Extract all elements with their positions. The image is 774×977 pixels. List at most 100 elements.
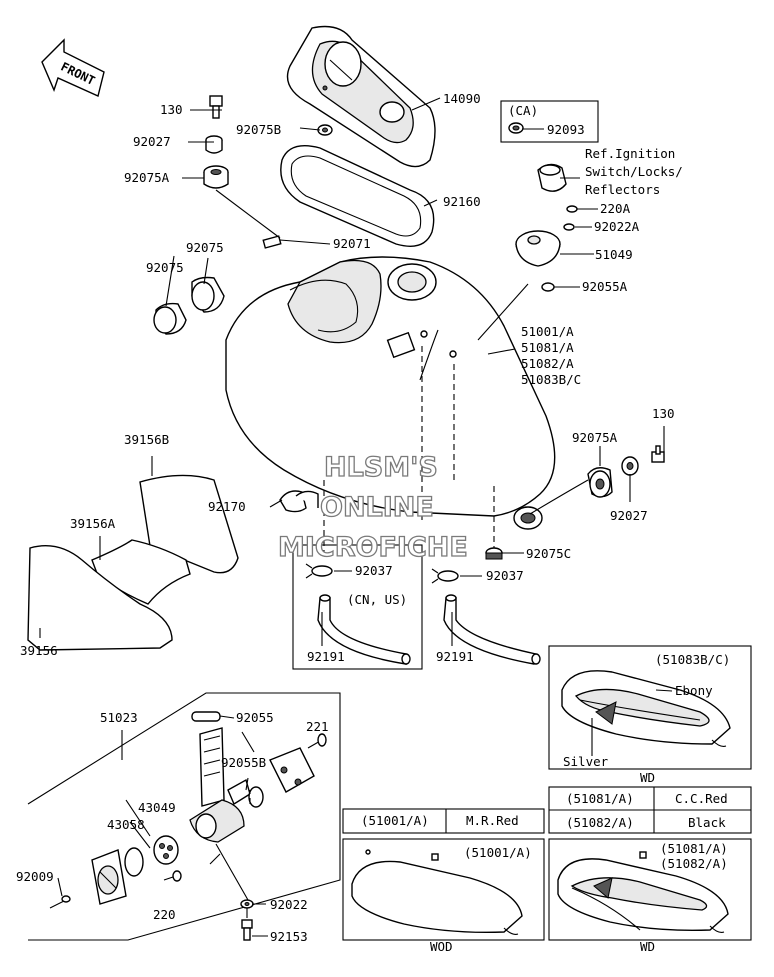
side-cover-39156B [139,474,239,574]
variant-51083BC-box [548,645,752,770]
table1-row2-code: (51082/A) [566,815,634,830]
label-92027-top: 92027 [133,134,171,149]
label-92055: 92055 [236,710,274,725]
cap-assembly-ref [537,163,567,192]
variant-51001-tank [351,849,523,935]
clip-92170 [279,490,319,513]
label-tank-51081A: 51081/A [521,340,574,355]
grommet-92075C [485,547,503,560]
label-130-right: 130 [652,406,675,421]
label-92093: 92093 [547,122,585,137]
hose-92191-right [443,594,541,665]
plate-92055B [269,747,315,793]
variant-51083BC-silver: Silver [563,754,609,769]
label-92009: 92009 [16,869,54,884]
washer-92075B [317,124,333,136]
variant-51083BC-title: (51083B/C) [655,652,730,667]
label-ref-line1: Ref.Ignition [585,146,675,161]
label-39156: 39156 [20,643,58,658]
label-14090: 14090 [443,91,481,106]
label-220: 220 [153,907,176,922]
collar-92027 [205,135,223,154]
fuel-tank [225,256,556,530]
label-92075A-top: 92075A [124,170,170,185]
label-92075B: 92075B [236,122,281,137]
label-tank-51001A: 51001/A [521,324,574,339]
label-92153: 92153 [270,929,308,944]
collar-92027-right [621,456,639,476]
clamp-92037-left [305,563,333,579]
label-92191-right: 92191 [436,649,474,664]
oring-92055 [191,711,221,722]
screw-221 [307,733,327,749]
label-92075-right: 92075 [186,240,224,255]
damper-92075-left [153,302,187,335]
filter-43049 [153,835,179,865]
variant-51001-code: WOD [430,939,453,954]
color-table-51081-51082 [548,786,752,834]
watermark-line3: MICROFICHE [278,532,468,563]
variant-51083BC-tank [561,670,731,747]
bolt-130 [209,95,223,119]
table2-row1-color: M.R.Red [466,813,519,828]
ca-inset-box [500,100,599,143]
washer-92022A [563,223,575,231]
hose-92191-left [317,594,411,665]
label-tank-51083BC: 51083B/C [521,372,581,387]
variant-51083BC-ebony: Ebony [675,683,713,698]
clip-92071 [262,235,282,249]
screw-220 [163,870,182,882]
label-43049: 43049 [138,800,176,815]
clamp-92037-right [431,568,459,584]
label-92022A: 92022A [594,219,640,234]
variant-51083BC-code: WD [640,770,655,785]
label-ref-line2: Switch/Locks/ [585,164,683,179]
label-43058: 43058 [107,817,145,832]
front-arrow-icon: FRONT [41,38,105,97]
washer-92022 [240,899,254,909]
label-92071: 92071 [333,236,371,251]
variant-51081-title1: (51081/A) [660,841,728,856]
variant-51081-51082-box [548,838,752,941]
label-92022: 92022 [270,897,308,912]
label-51049: 51049 [595,247,633,262]
watermark-line1: HLSM'S [324,452,438,483]
label-92170: 92170 [208,499,246,514]
bolt-92153 [241,919,253,941]
ca-inset-label: (CA) [508,103,538,118]
screw-220A [566,205,578,213]
bolt-130-right [651,445,665,463]
label-92160: 92160 [443,194,481,209]
label-tank-51082A: 51082/A [521,356,574,371]
damper-92075A [203,165,229,189]
variant-51081-title2: (51082/A) [660,856,728,871]
label-ref-line3: Reflectors [585,182,660,197]
lever-92009 [91,849,127,905]
cn-us-box [292,544,423,670]
label-51023: 51023 [100,710,138,725]
label-92037-left: 92037 [355,563,393,578]
tap-group-outline [27,692,341,941]
cap-51049 [515,230,561,267]
gasket-43058 [124,847,144,877]
oring-92055B [248,786,264,808]
label-130-top: 130 [160,102,183,117]
label-92037-right: 92037 [486,568,524,583]
label-92055B: 92055B [221,755,266,770]
damper-92075-right [191,276,225,313]
label-92055A: 92055A [582,279,628,294]
label-92075-left: 92075 [146,260,184,275]
side-cover-39156 [27,545,173,651]
cap-92093 [508,122,524,134]
screw-92009 [49,895,71,909]
label-92075C: 92075C [526,546,571,561]
label-92027-right: 92027 [610,508,648,523]
label-220A: 220A [600,201,631,216]
cn-us-label: (CN, US) [347,592,407,607]
label-92191-left: 92191 [307,649,345,664]
variant-51001-box [342,838,545,941]
table1-row1-code: (51081/A) [566,791,634,806]
label-39156A: 39156A [70,516,116,531]
variant-51081-tank [557,851,729,933]
